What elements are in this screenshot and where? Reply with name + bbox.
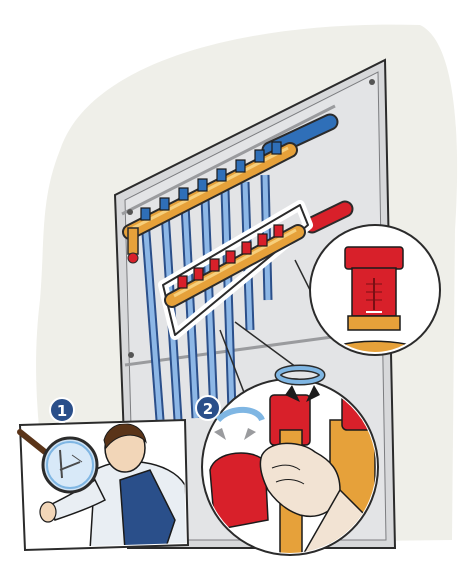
step-2-badge: 2 — [196, 396, 220, 420]
step-2-number: 2 — [203, 400, 213, 418]
step-1-number: 1 — [57, 402, 67, 420]
step-1-badge: 1 — [50, 398, 74, 422]
